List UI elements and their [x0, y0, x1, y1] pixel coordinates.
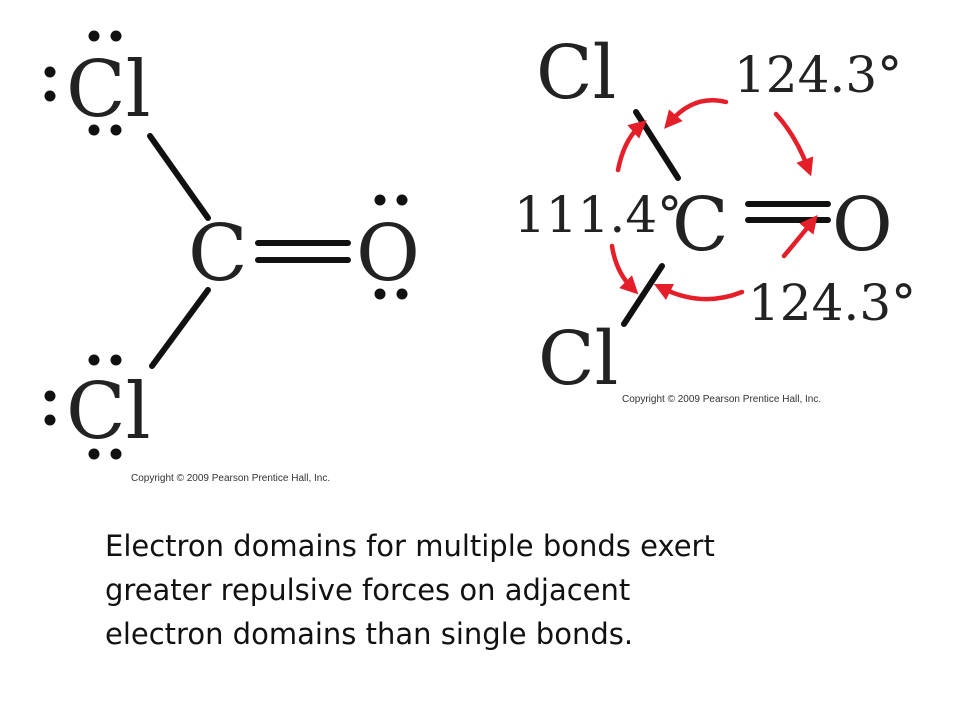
lone-pair-dot: [396, 194, 408, 206]
atom-c: C: [188, 209, 248, 299]
lone-pair-dot: [88, 448, 100, 460]
single-bond-bottom: [149, 287, 211, 369]
single-bond-bottom: [621, 263, 665, 327]
slide-caption: Electron domains for multiple bonds exer…: [105, 524, 865, 656]
angle-arrow-top-right: [773, 111, 814, 177]
angle-arrow-bottom-left: [653, 283, 745, 302]
lone-pair-dot: [110, 124, 122, 136]
lewis-structure-figure: Cl C O Cl: [26, 18, 420, 488]
lone-pair-dot: [110, 30, 122, 42]
lone-pair-dot: [44, 414, 56, 426]
atom-cl-top: Cl: [66, 45, 151, 135]
angle-arrow-left-up: [615, 120, 647, 173]
lone-pair-dot: [44, 66, 56, 78]
angle-arrow-left-down: [609, 243, 639, 295]
caption-line-1: Electron domains for multiple bonds exer…: [105, 529, 715, 563]
angle-arrow-bottom-up: [781, 214, 818, 259]
lone-pair-dot: [88, 124, 100, 136]
atom-cl-bottom: Cl: [66, 367, 151, 457]
bond-angle-svg: Cl C O Cl 124.3° 111.4° 124.3° Copyright…: [514, 30, 916, 405]
lone-pair-dot: [88, 30, 100, 42]
lone-pair-dot: [374, 194, 386, 206]
bond-angle-figure: Cl C O Cl 124.3° 111.4° 124.3° Copyright…: [512, 18, 916, 410]
lone-pair-dot: [110, 354, 122, 366]
atom-cl-bottom: Cl: [538, 316, 618, 402]
lewis-structure-svg: Cl C O Cl: [44, 30, 420, 484]
angle-label-top: 124.3°: [734, 46, 902, 104]
atom-o: O: [832, 182, 893, 268]
lone-pair-dot: [396, 288, 408, 300]
angle-label-left: 111.4°: [514, 186, 682, 244]
caption-line-3: electron domains than single bonds.: [105, 617, 634, 651]
angle-arrow-top-left: [664, 97, 729, 129]
copyright-credit: Copyright © 2009 Pearson Prentice Hall, …: [622, 394, 821, 405]
lone-pair-dot: [374, 288, 386, 300]
lone-pair-dot: [110, 448, 122, 460]
atom-o: O: [356, 209, 420, 299]
lone-pair-dot: [44, 90, 56, 102]
lone-pair-dot: [88, 354, 100, 366]
caption-line-2: greater repulsive forces on adjacent: [105, 573, 631, 607]
copyright-credit: Copyright © 2009 Pearson Prentice Hall, …: [131, 473, 330, 484]
atom-c: C: [672, 182, 729, 268]
angle-label-bottom: 124.3°: [748, 274, 916, 332]
single-bond-top: [147, 133, 211, 221]
lone-pair-dot: [44, 390, 56, 402]
atom-cl-top: Cl: [536, 30, 616, 116]
